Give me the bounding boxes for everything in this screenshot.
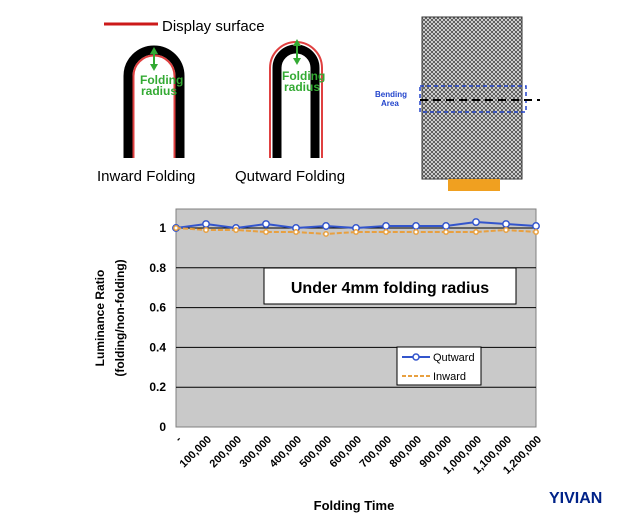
y-axis-title: Luminance Ratio (93, 270, 107, 367)
x-tick-label-8: 800,000 (388, 434, 425, 471)
legend: Qutward Inward (396, 346, 482, 386)
series-1-point-11 (503, 227, 509, 233)
display-panel (421, 16, 523, 180)
series-1-point-3 (263, 229, 269, 235)
y-tick-labels: 0 0.2 0.4 0.6 0.8 1 (149, 221, 166, 434)
x-tick-label-5: 500,000 (298, 434, 335, 471)
outward-folding-caption: Qutward Folding (235, 168, 345, 185)
series-1-point-6 (353, 229, 359, 235)
x-tick-labels: -100,000200,000300,000400,000500,000600,… (173, 433, 544, 476)
inward-radius-label-2: radius (141, 84, 177, 98)
series-1-point-2 (233, 227, 239, 233)
legend-outward-label: Qutward (433, 352, 475, 364)
bending-area-label-2: Area (381, 99, 399, 108)
series-0-point-5 (322, 222, 330, 230)
outward-radius-label-2: radius (284, 80, 320, 94)
legend-box (396, 346, 482, 386)
x-tick-label-6: 600,000 (328, 434, 365, 471)
legend-inward-label: Inward (433, 371, 466, 383)
plot-area (175, 208, 537, 428)
series-0-point-7 (382, 222, 390, 230)
bending-area-label: Bending (375, 90, 407, 99)
annotation-text: Under 4mm folding radius (291, 280, 489, 297)
series-0-point-10 (472, 218, 480, 226)
inward-radius-label: Folding (140, 73, 183, 87)
y-tick-label-2: 0.4 (149, 340, 166, 354)
brand-watermark: YIVIAN (549, 490, 602, 507)
annotation-box (263, 267, 517, 305)
folding-diagram: Display surface Folding radius Inward Fo… (97, 16, 540, 191)
x-tick-label-2: 200,000 (208, 434, 245, 471)
series-1-point-1 (203, 227, 209, 233)
y-tick-label-3: 0.6 (149, 301, 166, 315)
series-1-point-9 (443, 229, 449, 235)
x-tick-label-0: - (173, 433, 184, 444)
x-tick-label-4: 400,000 (268, 434, 305, 471)
series-1-point-4 (293, 229, 299, 235)
x-axis-title: Folding Time (314, 498, 395, 513)
display-surface-legend-label: Display surface (162, 18, 265, 35)
x-tick-label-7: 700,000 (358, 434, 395, 471)
series-1-point-7 (383, 229, 389, 235)
y-tick-label-1: 0.2 (149, 380, 166, 394)
series-0-point-12 (532, 222, 540, 230)
series-0-point-8 (412, 222, 420, 230)
x-tick-label-3: 300,000 (238, 434, 275, 471)
inward-radius-arrow (150, 47, 158, 71)
x-tick-label-1: 100,000 (178, 434, 215, 471)
legend-outward-marker (412, 353, 420, 361)
outward-radius-label: Folding (282, 69, 325, 83)
series-1-point-5 (323, 231, 329, 237)
luminance-chart: 0 0.2 0.4 0.6 0.8 1 -100,000200,000300,000400… (93, 208, 544, 513)
outward-radius-arrow (293, 39, 301, 65)
inward-folding-caption: Inward Folding (97, 168, 195, 185)
y-tick-label-5: 1 (159, 221, 166, 235)
series-0-point-11 (502, 220, 510, 228)
y-tick-label-0: 0 (159, 420, 166, 434)
series-0-point-1 (202, 220, 210, 228)
series-lines (172, 218, 540, 237)
y-axis-title-2: (folding/non-folding) (113, 259, 127, 376)
series-1-point-8 (413, 229, 419, 235)
series-1-point-0 (173, 225, 179, 231)
series-1-point-10 (473, 229, 479, 235)
series-1-point-12 (533, 229, 539, 235)
series-0-point-9 (442, 222, 450, 230)
y-tick-label-4: 0.8 (149, 261, 166, 275)
series-0-point-3 (262, 220, 270, 228)
panel-connector (448, 179, 500, 191)
